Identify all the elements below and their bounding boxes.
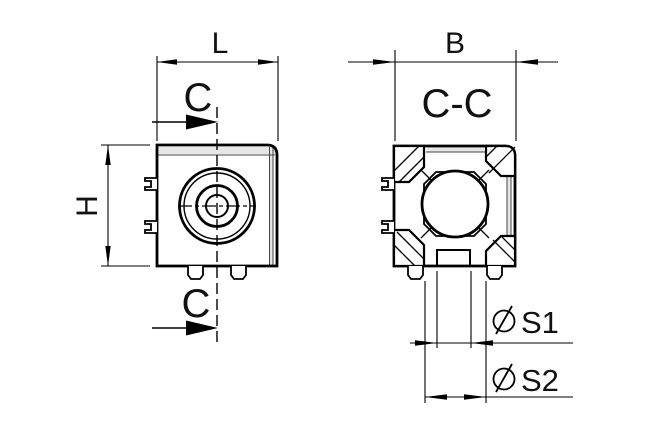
arrowhead-s1-right-icon [471,340,493,346]
section-left-tab-upper [381,177,394,191]
section-right-shading [507,176,511,236]
hatch-lines-bl [393,231,425,267]
pad-outline-br [484,234,517,268]
dimension-length: L [156,27,279,141]
dimension-label-s1: S1 [521,305,559,340]
hatch-lines-tl [393,145,425,183]
front-body-outline [155,143,279,268]
section-arrow-bottom: C [152,282,218,336]
section-arrowhead-bottom-icon [186,320,218,336]
diameter-slash-s1 [495,305,513,335]
section-right-inner-lines [506,176,512,236]
diameter-circle-s1 [492,309,516,333]
section-view: C-C [381,82,517,280]
section-bore-circle [420,169,490,239]
section-view-title: C-C [421,82,492,126]
dimension-s1-extension-lines [436,271,472,348]
hatch-lines-br [492,236,516,263]
dimension-height-extension-lines [101,144,150,267]
section-bottom-tab-right [486,266,503,280]
arrowhead-up-icon [105,145,111,165]
diameter-slash-s2 [495,363,513,393]
section-label-top: C [184,76,213,120]
dimension-label-length: L [212,27,229,60]
front-left-tab-upper [144,177,157,191]
hatched-corner-top-left [392,144,426,184]
section-arrowhead-top-icon [186,114,218,130]
section-arrow-top: C [152,76,218,130]
dimension-s2-extension-lines [424,281,487,403]
arrowhead-down-icon [105,246,111,266]
dimension-height: H [71,144,150,267]
front-left-tab-lower [144,220,157,234]
dimension-s1: S1 [410,271,573,403]
hatched-corner-bottom-right [484,234,517,268]
section-left-tab-lower [381,220,394,234]
pad-outline-tl [392,144,426,184]
diameter-icon [492,305,516,335]
front-top-shading [158,147,275,154]
arrowhead-s1-left-icon [415,340,437,346]
front-right-shading [270,147,273,265]
pad-outline-bl [392,228,426,268]
arrowhead-inward-left-icon [373,59,395,65]
front-right-inner-lines [269,147,274,265]
dimension-width-extension-lines [394,50,517,141]
dimension-length-extension-lines [156,56,279,141]
arrowhead-s2-left-icon [425,394,447,400]
front-bottom-tab-right [230,266,247,280]
hatched-corner-top-right [484,144,517,178]
diameter-icon [492,363,516,393]
diameter-circle-s2 [492,367,516,391]
dimension-label-width: B [445,27,465,60]
bottom-slot [436,249,471,266]
section-bottom-tab-left [407,266,424,280]
dimension-label-s2: S2 [521,363,559,398]
section-label-bottom: C [182,282,211,326]
dimension-s2: S2 [425,363,573,400]
front-bottom-tab-left [187,266,204,280]
dimension-width: B [348,27,558,141]
arrowhead-s2-right-icon [464,394,486,400]
dimension-label-height: H [71,195,104,217]
arrowhead-inward-right-icon [516,59,538,65]
cavity-corner-chamfers [420,169,490,239]
arrowhead-right-icon [258,59,278,65]
arrowhead-left-icon [157,59,177,65]
hatched-corner-bottom-left [392,228,426,268]
front-view [144,107,279,343]
hatch-lines-tr [485,145,516,174]
section-top-shading [427,147,484,152]
